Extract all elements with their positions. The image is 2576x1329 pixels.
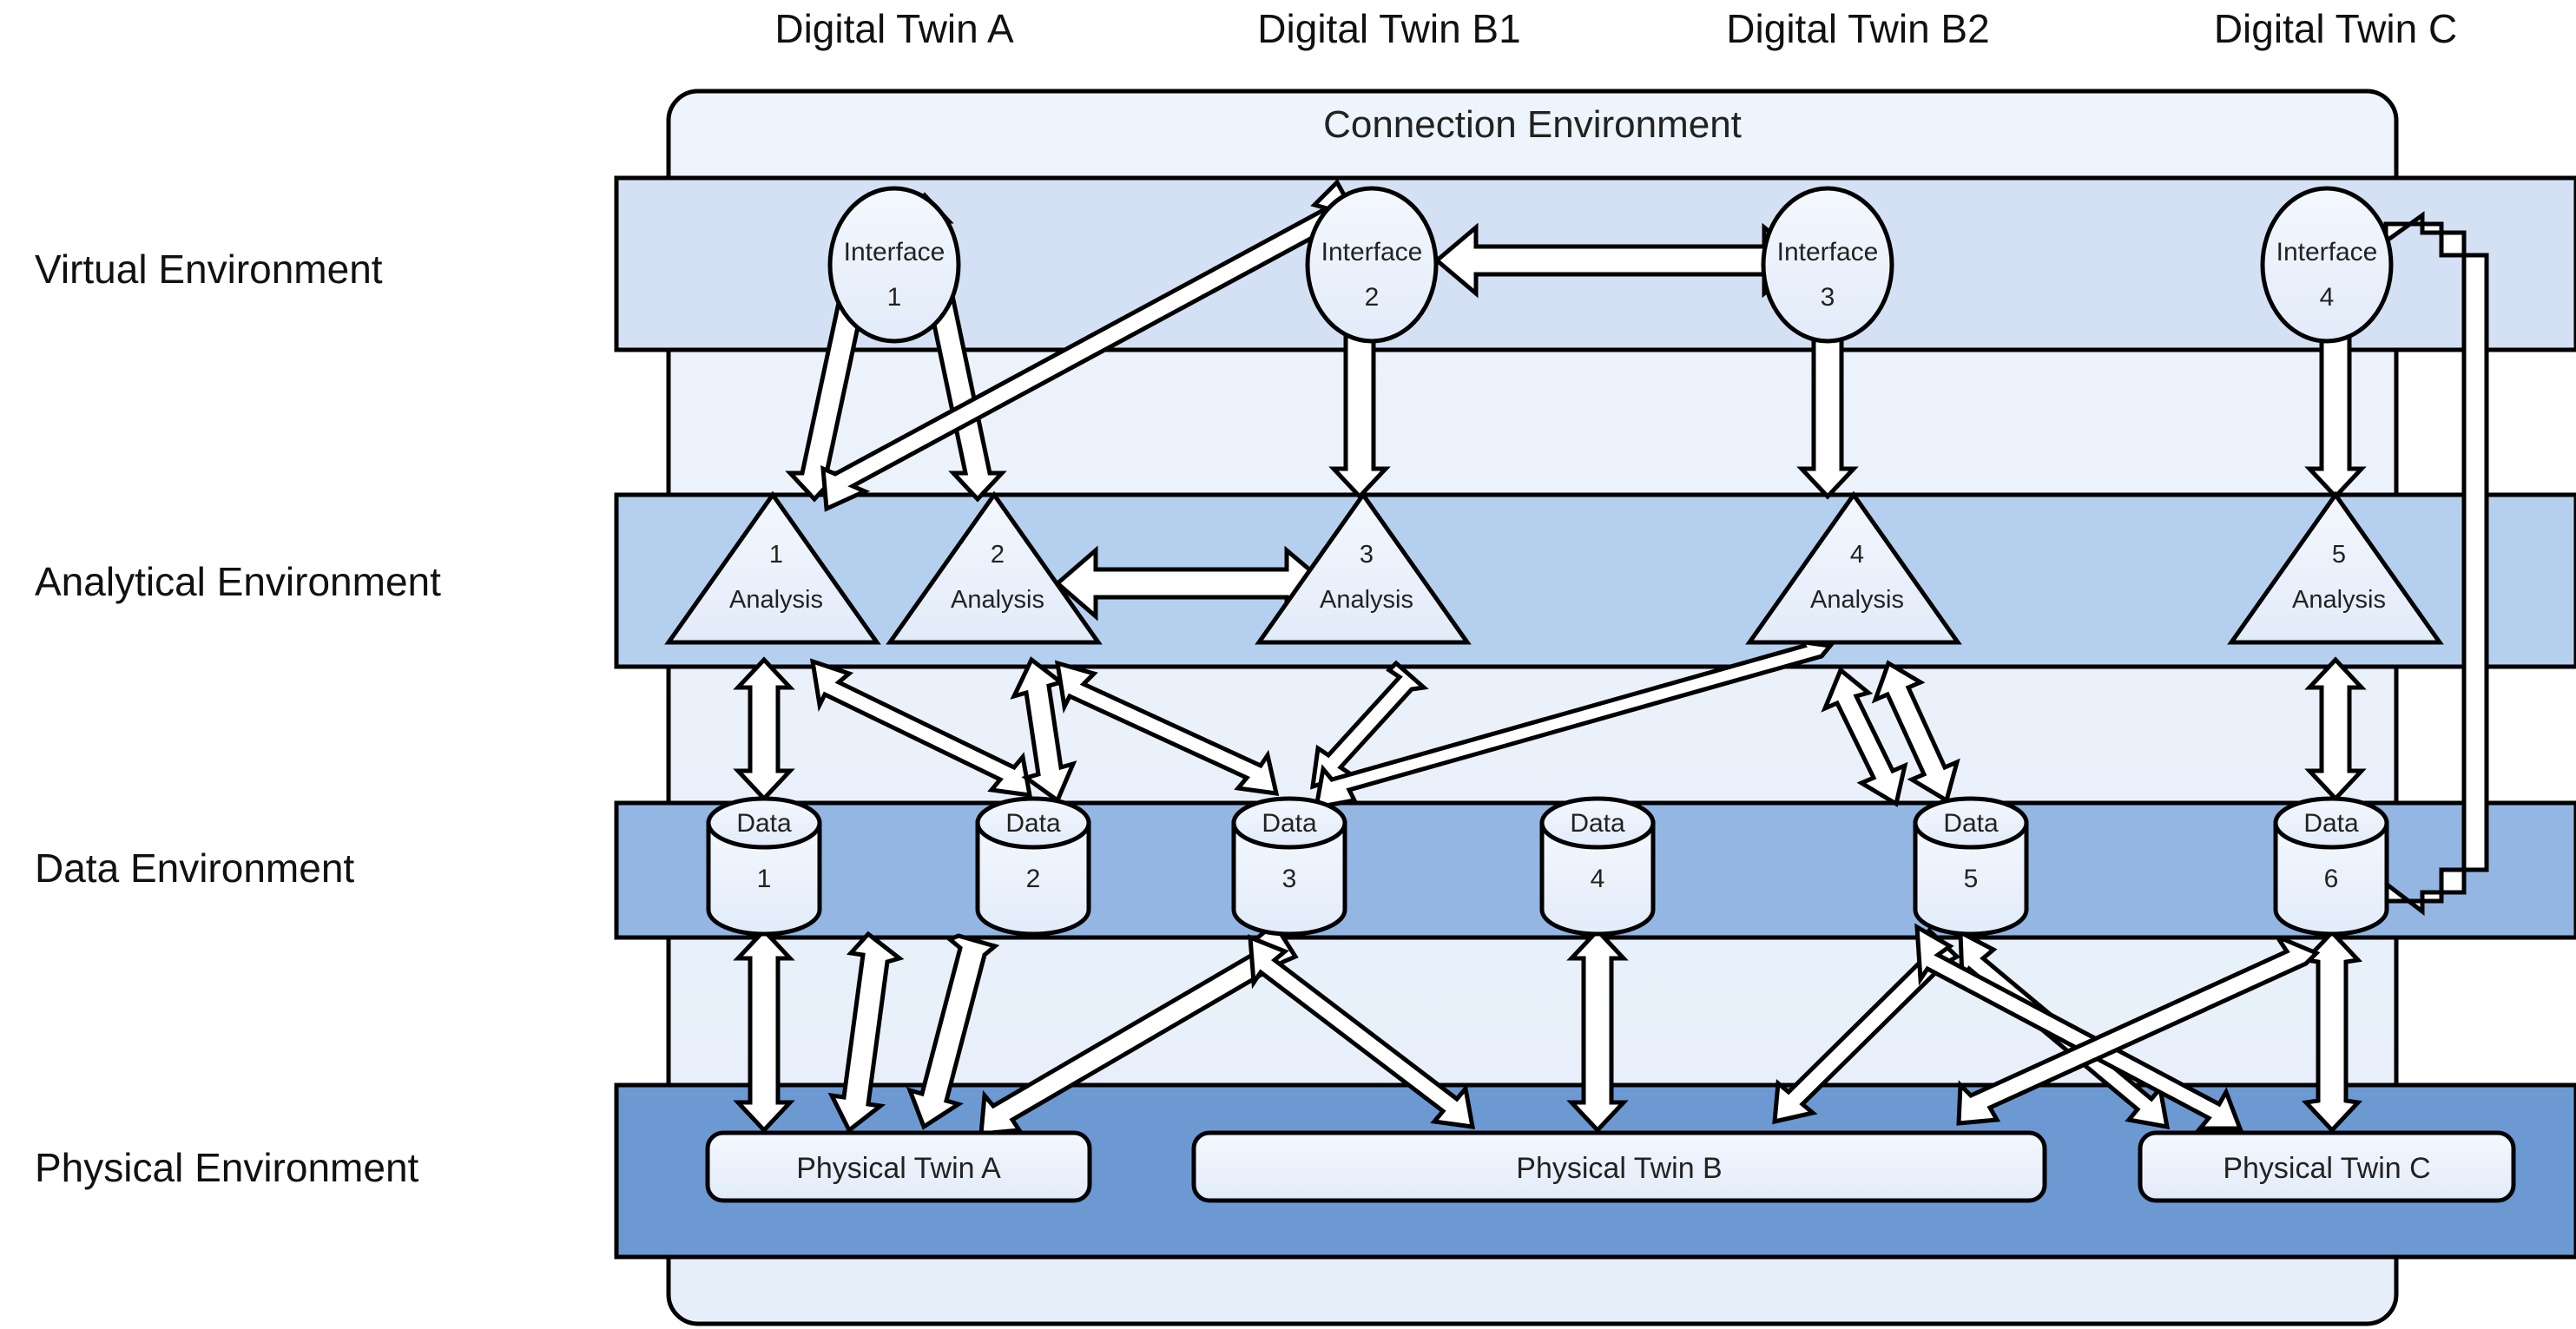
physical-twin-a[interactable]: Physical Twin A [705, 1130, 1092, 1203]
row-label-virtual: Virtual Environment [35, 247, 383, 292]
analysis-5-number: 5 [2332, 541, 2346, 569]
analysis-2-number: 2 [991, 541, 1005, 569]
arrow-physicaltwinC-data5 [1914, 923, 2243, 1131]
analysis-node-1[interactable]: 1 Analysis [664, 490, 881, 645]
analysis-3-label: Analysis [1320, 586, 1413, 614]
column-label-dt-c: Digital Twin C [2213, 6, 2458, 51]
arrow-analysis3-data3 [1309, 660, 1429, 790]
physical-twin-a-label: Physical Twin A [796, 1152, 1001, 1185]
physical-twin-b-label: Physical Twin B [1516, 1152, 1722, 1185]
analysis-1-number: 1 [769, 541, 783, 569]
connection-environment-container [666, 89, 2399, 1326]
physical-twin-b[interactable]: Physical Twin B [1191, 1130, 2047, 1203]
interface-4-label: Interface [2276, 238, 2378, 266]
arrow-data1-physicaltwinA [733, 927, 795, 1134]
interface-1-label: Interface [844, 238, 945, 266]
physical-twin-c[interactable]: Physical Twin C [2138, 1130, 2516, 1203]
interface-node-1[interactable]: Interface 1 [827, 186, 961, 344]
data-2-number: 2 [1026, 865, 1041, 893]
interface-2-label: Interface [1321, 238, 1423, 266]
row-label-physical: Physical Environment [35, 1145, 419, 1190]
interface-3-label: Interface [1777, 238, 1879, 266]
data-node-5[interactable]: Data 5 [1913, 796, 2029, 937]
data-6-number: 6 [2324, 865, 2339, 893]
analysis-node-5[interactable]: 5 Analysis [2227, 490, 2444, 645]
arrow-analysis4-data5-alt [1821, 666, 1908, 807]
data-4-number: 4 [1591, 865, 1605, 893]
analysis-3-number: 3 [1360, 541, 1374, 569]
analysis-5-label: Analysis [2292, 586, 2386, 614]
column-label-dt-a: Digital Twin A [774, 6, 1014, 51]
data-5-label: Data [1943, 809, 1999, 838]
physical-twin-c-label: Physical Twin C [2223, 1152, 2430, 1185]
interface-node-2[interactable]: Interface 2 [1305, 186, 1439, 344]
row-label-data: Data Environment [35, 845, 355, 891]
arrow-data6-physicaltwinB [1956, 937, 2321, 1126]
analysis-4-number: 4 [1850, 541, 1864, 569]
data-node-4[interactable]: Data 4 [1539, 796, 1656, 937]
column-label-dt-b2: Digital Twin B2 [1726, 6, 1990, 51]
data-node-3[interactable]: Data 3 [1231, 796, 1347, 937]
interface-node-3[interactable]: Interface 3 [1761, 186, 1894, 344]
arrow-data6-physicaltwinC [2301, 929, 2363, 1134]
analysis-4-label: Analysis [1810, 586, 1904, 614]
interface-3-number: 3 [1821, 283, 1835, 312]
interface-4-number: 4 [2320, 283, 2335, 312]
row-label-analytical: Analytical Environment [35, 559, 441, 604]
interface-2-number: 2 [1365, 283, 1380, 312]
analysis-2-label: Analysis [951, 586, 1044, 614]
arrow-data3-physicaltwinB [1248, 934, 1476, 1129]
connection-environment-title: Connection Environment [1323, 103, 1742, 146]
data-node-1[interactable]: Data 1 [706, 796, 822, 937]
arrow-data2-physicaltwinA [827, 931, 905, 1134]
data-node-6[interactable]: Data 6 [2273, 796, 2389, 937]
interface-1-number: 1 [887, 283, 902, 312]
data-node-2[interactable]: Data 2 [975, 796, 1091, 937]
data-1-number: 1 [757, 865, 772, 893]
analysis-node-4[interactable]: 4 Analysis [1745, 490, 1962, 645]
data-2-label: Data [1005, 809, 1061, 838]
arrow-analysis1-data2 [809, 658, 1033, 798]
column-label-dt-b1: Digital Twin B1 [1257, 6, 1521, 51]
data-3-label: Data [1262, 809, 1317, 838]
arrow-data4-physicaltwinB [1566, 927, 1629, 1134]
arrow-layer [733, 178, 2489, 1136]
arrow-data3-physicaltwinA [906, 933, 1000, 1130]
data-1-label: Data [736, 809, 792, 838]
data-3-number: 3 [1282, 865, 1297, 893]
data-6-label: Data [2303, 809, 2359, 838]
arrow-analysis2-data3 [1054, 660, 1280, 796]
analysis-node-2[interactable]: 2 Analysis [886, 490, 1103, 645]
interface-node-4[interactable]: Interface 4 [2260, 186, 2394, 344]
analysis-1-label: Analysis [729, 586, 823, 614]
analysis-node-3[interactable]: 3 Analysis [1255, 490, 1472, 645]
data-5-number: 5 [1964, 865, 1979, 893]
data-4-label: Data [1570, 809, 1625, 838]
